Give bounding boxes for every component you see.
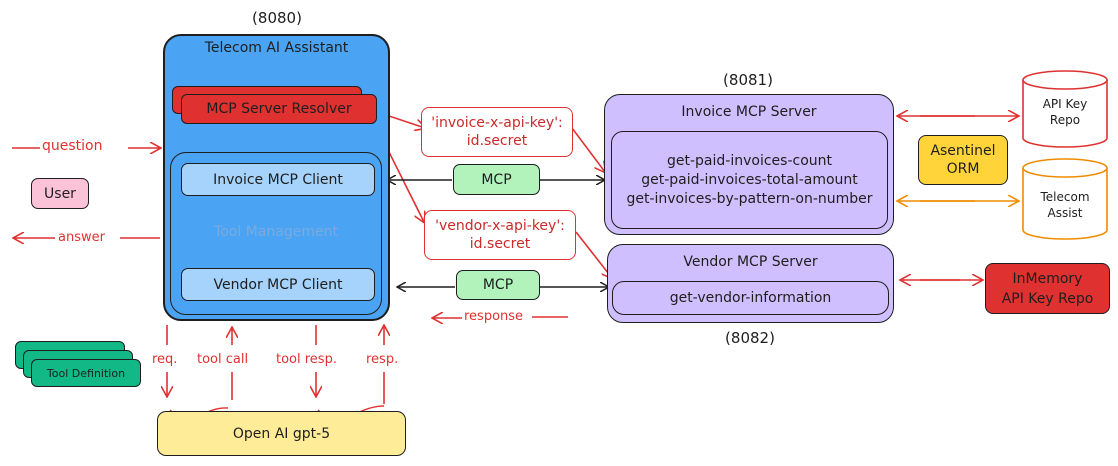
req-label: req. — [152, 352, 178, 367]
tool-definition-label: Tool Definition — [46, 366, 126, 380]
vendor-server-tools: get-vendor-information — [612, 281, 889, 315]
api-key-repo-line2: Repo — [1049, 113, 1081, 127]
invoice-api-key-label: 'invoice-x-api-key': id.secret — [421, 107, 573, 157]
telecom-db-cylinder — [1022, 158, 1108, 240]
invoice-mcp-connector: MCP — [453, 164, 540, 195]
response-label: response — [464, 309, 524, 324]
orm-line1: Asentinel — [930, 143, 996, 159]
orm-line2: ORM — [946, 161, 980, 177]
api-key-repo-label: API Key Repo — [1025, 96, 1105, 128]
vendor-api-key-name: 'vendor-x-api-key': — [435, 218, 565, 234]
invoice-server-port: (8081) — [723, 71, 773, 89]
vendor-server-title: Vendor MCP Server — [683, 254, 818, 270]
tool-resp-arrow — [316, 325, 385, 421]
api-key-repo-cylinder — [1022, 70, 1108, 148]
response-arrow — [433, 317, 568, 318]
req-arrow — [167, 325, 229, 421]
invoice-server-title: Invoice MCP Server — [681, 104, 817, 120]
vendor-server-port: (8082) — [725, 329, 775, 347]
telecom-db-line1: Telecom — [1040, 190, 1090, 204]
user-box: User — [31, 178, 89, 209]
assistant-port: (8080) — [252, 9, 302, 27]
invoice-api-key-secret: id.secret — [466, 133, 528, 149]
inmemory-line2: API Key Repo — [1001, 290, 1094, 307]
vendor-mcp-client: Vendor MCP Client — [181, 268, 375, 301]
answer-label: answer — [58, 230, 105, 245]
tool-definition: Tool Definition — [31, 359, 141, 387]
tool-resp-label: tool resp. — [276, 352, 337, 367]
mcp-server-resolver: MCP Server Resolver — [181, 94, 377, 124]
tool-get-paid-invoices-total-amount: get-paid-invoices-total-amount — [641, 171, 858, 188]
telecom-db-label: Telecom Assist — [1025, 189, 1105, 221]
asentinel-orm: Asentinel ORM — [918, 135, 1008, 185]
tool-get-invoices-by-pattern: get-invoices-by-pattern-on-number — [626, 190, 873, 207]
api-key-repo-line1: API Key — [1042, 97, 1088, 111]
inmemory-line1: InMemory — [1012, 270, 1083, 287]
telecom-db-line2: Assist — [1047, 206, 1083, 220]
vendor-mcp-connector: MCP — [456, 270, 540, 300]
tool-call-label: tool call — [197, 352, 249, 367]
inmemory-api-key-repo: InMemory API Key Repo — [985, 263, 1110, 314]
vendor-api-key-secret: id.secret — [469, 236, 531, 252]
tool-get-paid-invoices-count: get-paid-invoices-count — [667, 152, 832, 169]
tool-get-vendor-information: get-vendor-information — [669, 289, 832, 306]
assistant-title: Telecom AI Assistant — [204, 40, 349, 56]
tool-management-label: Tool Management — [214, 224, 338, 240]
invoice-server-tools: get-paid-invoices-count get-paid-invoice… — [611, 131, 888, 229]
question-label: question — [42, 138, 103, 154]
vendor-api-key-label: 'vendor-x-api-key': id.secret — [424, 210, 576, 260]
invoice-mcp-client: Invoice MCP Client — [181, 163, 375, 196]
openai-gpt5: Open AI gpt-5 — [157, 411, 406, 456]
resp-label: resp. — [366, 352, 399, 367]
invoice-api-key-name: 'invoice-x-api-key': — [431, 115, 563, 131]
